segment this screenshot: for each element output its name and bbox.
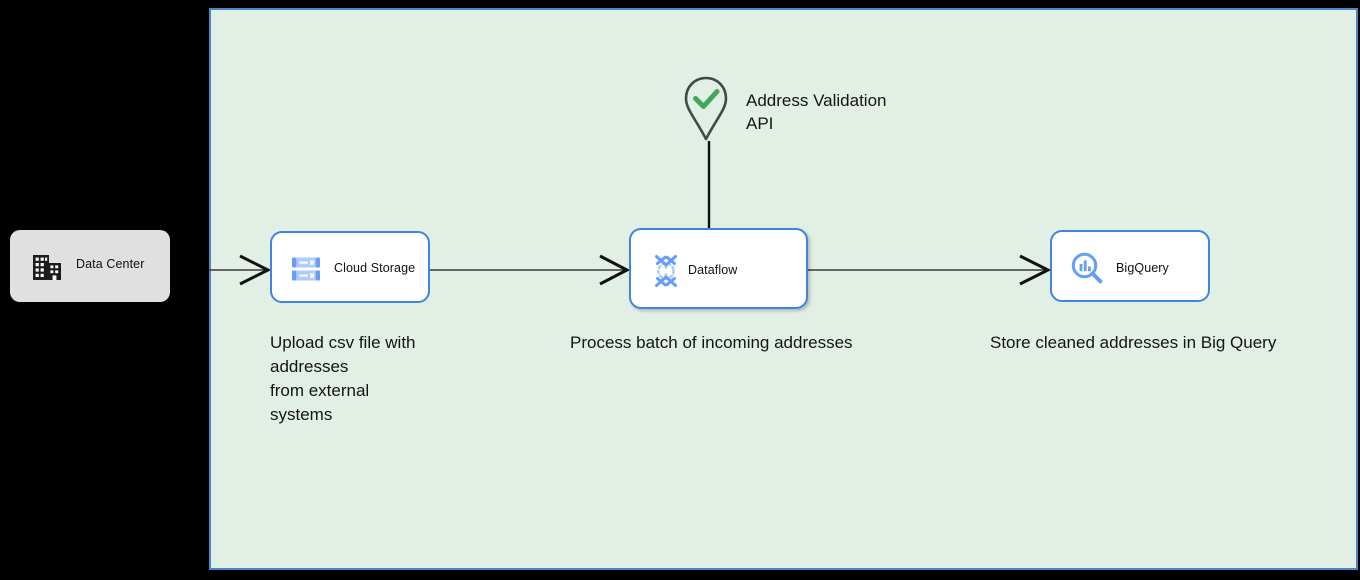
connector-dataflow-to-bigquery <box>808 254 1052 286</box>
node-data-center[interactable]: Data Center <box>10 230 170 302</box>
connector-cloudstorage-to-dataflow <box>430 254 631 286</box>
address-validation-api-label: Address Validation API <box>746 91 887 133</box>
building-icon <box>33 255 61 280</box>
caption-store-cleaned: Store cleaned addresses in Big Query <box>990 333 1277 352</box>
map-pin-check-icon <box>684 76 728 141</box>
node-bigquery[interactable]: BigQuery <box>1050 230 1210 302</box>
bigquery-icon <box>1071 252 1103 284</box>
dataflow-icon <box>655 255 677 287</box>
node-data-center-label: Data Center <box>76 257 145 271</box>
node-cloud-storage-label: Cloud Storage <box>334 261 416 275</box>
caption-upload-csv: Upload csv file with addresses from exte… <box>270 333 416 424</box>
cloud-storage-icon <box>292 257 320 281</box>
node-cloud-storage[interactable]: Cloud Storage <box>270 231 430 303</box>
caption-process-batch: Process batch of incoming addresses <box>570 333 853 352</box>
node-bigquery-label: BigQuery <box>1116 261 1169 275</box>
node-dataflow[interactable]: Dataflow <box>629 228 808 309</box>
node-dataflow-label: Dataflow <box>688 263 738 277</box>
connector-datacenter-to-cloudstorage <box>209 254 272 286</box>
